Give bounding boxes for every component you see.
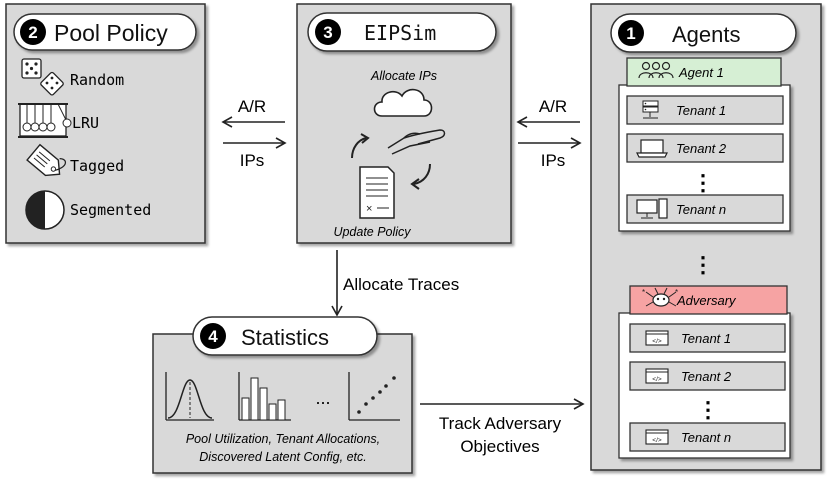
- adversary-tenant-ellipsis: ⋮: [697, 397, 719, 422]
- policy-item-tagged: Tagged: [70, 157, 124, 175]
- half-circle-icon: [25, 190, 65, 230]
- giving-hand-icon: [387, 129, 446, 155]
- dice-icon: [21, 58, 64, 96]
- track-adversary-arrow: Track Adversary Objectives: [420, 398, 585, 456]
- pool-policy-badge: [20, 19, 46, 45]
- policy-item-segmented: Segmented: [70, 201, 151, 219]
- code-window-icon: </>: [645, 429, 669, 445]
- allocate-traces-label: Allocate Traces: [343, 275, 459, 294]
- eipsim-title: EIPSim: [364, 21, 436, 45]
- eipsim-header: 3 EIPSim: [307, 12, 497, 52]
- right-arrows: A/R IPs: [516, 97, 582, 170]
- agents-badge: [618, 20, 644, 46]
- scatter-plot-icon: [348, 372, 400, 421]
- cycle-arrow-left-icon: [351, 133, 370, 159]
- agent-header-label: Agent 1: [678, 65, 724, 80]
- bug-icon: **: [642, 287, 678, 307]
- agent-group: Agent 1 Tenant 1 Tenant 2 ⋮: [618, 57, 791, 232]
- eipsim-badge-number: 3: [323, 23, 332, 42]
- adversary-tenant-1-label: Tenant 1: [681, 331, 731, 346]
- agent-tenant-1-label: Tenant 1: [676, 103, 726, 118]
- laptop-icon: [636, 139, 668, 158]
- agent-header-box: [626, 57, 782, 87]
- agents-header: 1 Agents: [610, 13, 797, 53]
- histogram-icon: [238, 372, 291, 421]
- allocate-traces-arrow: Allocate Traces: [331, 250, 459, 317]
- svg-text:</>: </>: [652, 376, 662, 383]
- agents-badge-number: 1: [626, 24, 635, 43]
- svg-text:×: ×: [366, 203, 372, 215]
- pool-policy-title: Pool Policy: [54, 20, 168, 46]
- statistics-panel: 4 Statistics ... Pool Utilization, Ten: [152, 316, 413, 474]
- right-ips-label: IPs: [541, 151, 566, 170]
- eipsim-panel: 3 EIPSim Allocate IPs × Up: [296, 3, 512, 244]
- svg-text:</>: </>: [652, 437, 662, 444]
- agent-tenant-n-label: Tenant n: [676, 202, 726, 217]
- policy-item-lru: LRU: [72, 114, 99, 132]
- adversary-group: ** Adversary </> Tenant 1 </> Tenant 2 ⋮: [618, 285, 791, 459]
- code-window-icon: </>: [645, 368, 669, 384]
- policy-document-icon: ×: [359, 166, 395, 219]
- svg-text:</>: </>: [652, 338, 662, 345]
- distribution-curve-icon: [165, 372, 214, 421]
- svg-text:*: *: [642, 288, 645, 297]
- agent-tenant-ellipsis: ⋮: [692, 170, 714, 195]
- statistics-header: 4 Statistics: [192, 316, 378, 356]
- statistics-ellipsis: ...: [315, 388, 330, 408]
- agents-title: Agents: [672, 22, 741, 47]
- agents-panel: 1 Agents Agent 1: [590, 3, 822, 471]
- adversary-tenant-n-label: Tenant n: [681, 430, 731, 445]
- track-adversary-line1: Track Adversary: [439, 414, 562, 433]
- pool-policy-panel: 2 Pool Policy Random LRU: [5, 3, 206, 244]
- left-arrows: A/R IPs: [221, 97, 287, 170]
- left-ar-label: A/R: [238, 97, 266, 116]
- users-icon: [638, 61, 674, 79]
- adversary-tenant-2-label: Tenant 2: [681, 369, 732, 384]
- eipsim-badge: [315, 19, 341, 45]
- right-ar-label: A/R: [539, 97, 567, 116]
- agents-between-ellipsis: ⋮: [692, 252, 714, 277]
- tag-icon: [26, 143, 66, 177]
- cycle-arrow-right-icon: [410, 163, 431, 190]
- agent-tenant-2-label: Tenant 2: [676, 141, 727, 156]
- pool-policy-badge-number: 2: [28, 23, 37, 42]
- left-ips-label: IPs: [240, 151, 265, 170]
- cloud-icon: [373, 88, 433, 117]
- svg-text:*: *: [675, 288, 678, 297]
- code-window-icon: </>: [645, 330, 669, 346]
- statistics-badge: [200, 323, 226, 349]
- server-icon: [642, 100, 659, 119]
- newtons-cradle-icon: [18, 103, 72, 138]
- policy-item-random: Random: [70, 71, 124, 89]
- update-policy-label: Update Policy: [333, 225, 411, 239]
- statistics-title: Statistics: [241, 325, 329, 350]
- statistics-caption-line1: Pool Utilization, Tenant Allocations,: [186, 432, 380, 446]
- track-adversary-line2: Objectives: [460, 437, 539, 456]
- statistics-badge-number: 4: [208, 327, 218, 346]
- adversary-header-label: Adversary: [676, 293, 737, 308]
- desktop-computer-icon: [636, 198, 668, 219]
- pool-policy-header: 2 Pool Policy: [13, 13, 197, 51]
- statistics-caption-line2: Discovered Latent Config, etc.: [199, 450, 366, 464]
- allocate-ips-label: Allocate IPs: [370, 69, 437, 83]
